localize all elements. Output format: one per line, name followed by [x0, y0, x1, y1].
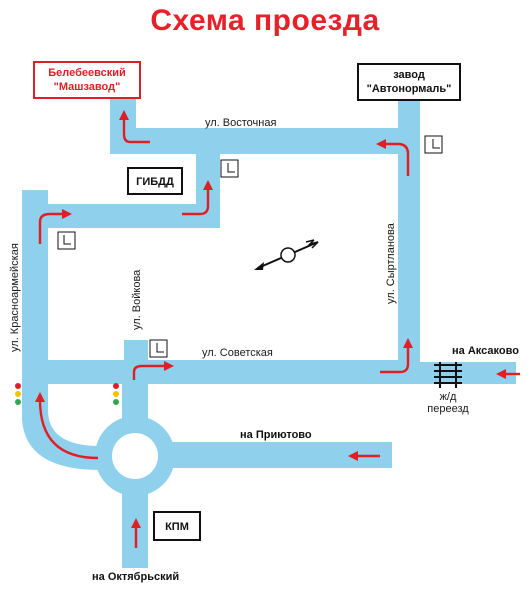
- street-label-vostochnaya: ул. Восточная: [205, 117, 276, 129]
- arrow-icon: [35, 392, 45, 402]
- traffic-light-icon: [113, 383, 119, 405]
- direction-label-oktyabrsky: на Октябрьский: [92, 571, 179, 583]
- roundabout-island: [112, 433, 158, 479]
- arrow-icon: [203, 180, 213, 190]
- arrow-icon: [38, 399, 99, 460]
- road-sign-icon: [149, 339, 168, 358]
- arrow-icon: [164, 361, 174, 371]
- arrow-icon: [403, 338, 413, 348]
- arrow-icon: [38, 212, 64, 244]
- road-to-aksakovo: [420, 362, 516, 384]
- direction-label-priyutovo: на Приютово: [240, 429, 312, 441]
- arrow-icon: [119, 110, 129, 120]
- mashzavod-box: Белебеевский "Машзавод": [33, 61, 141, 99]
- road-network: [22, 98, 516, 568]
- arrow-icon: [131, 518, 141, 528]
- arrow-icon: [384, 142, 410, 176]
- road-sign-icon: [424, 135, 443, 154]
- street-label-voykova: ул. Войкова: [131, 269, 143, 330]
- road-sovetskaya: [22, 360, 420, 384]
- avtonormal-label-line2: "Автонормаль": [367, 83, 452, 95]
- street-label-krasnoarmeyskaya: ул. Красноармейская: [9, 243, 21, 352]
- arrow-icon: [376, 139, 386, 149]
- arrow-icon: [380, 346, 410, 374]
- gibdd-box: ГИБДД: [127, 167, 183, 195]
- map-title: Схема проезда: [150, 4, 380, 37]
- road-sign-icon: [220, 159, 239, 178]
- mashzavod-label-line2: "Машзавод": [54, 81, 121, 93]
- avtonormal-box: завод "Автонормаль": [357, 63, 461, 101]
- street-label-sovetskaya: ул. Советская: [202, 347, 273, 359]
- road-left-curve: [22, 390, 110, 470]
- avtonormal-label-line1: завод: [393, 69, 425, 81]
- route-arrows: [35, 110, 520, 548]
- arrow-icon: [132, 364, 166, 380]
- arrow-icon: [62, 209, 72, 219]
- road-syrtlanova: [398, 98, 420, 383]
- railway-label-line2: переезд: [427, 403, 469, 415]
- arrow-icon: [348, 451, 358, 461]
- street-label-syrtlanova: ул. Сыртланова: [385, 222, 397, 304]
- railway-label-line1: ж/д: [440, 391, 457, 403]
- road-gibdd-horizontal: [34, 204, 220, 228]
- arrow-icon: [182, 188, 210, 216]
- arrow-icon: [496, 369, 506, 379]
- mashzavod-label-line1: Белебеевский: [48, 67, 126, 79]
- direction-label-aksakovo: на Аксаково: [452, 345, 519, 357]
- kpm-box: КПМ: [153, 511, 201, 541]
- gibdd-label: ГИБДД: [136, 176, 174, 188]
- compass-icon: [254, 239, 319, 270]
- road-vostochnaya: [110, 128, 420, 154]
- kpm-label: КПМ: [165, 521, 189, 533]
- arrow-icon: [122, 118, 150, 144]
- road-sign-icon: [57, 231, 76, 250]
- traffic-light-icon: [15, 383, 21, 405]
- railway-crossing-icon: [434, 362, 462, 388]
